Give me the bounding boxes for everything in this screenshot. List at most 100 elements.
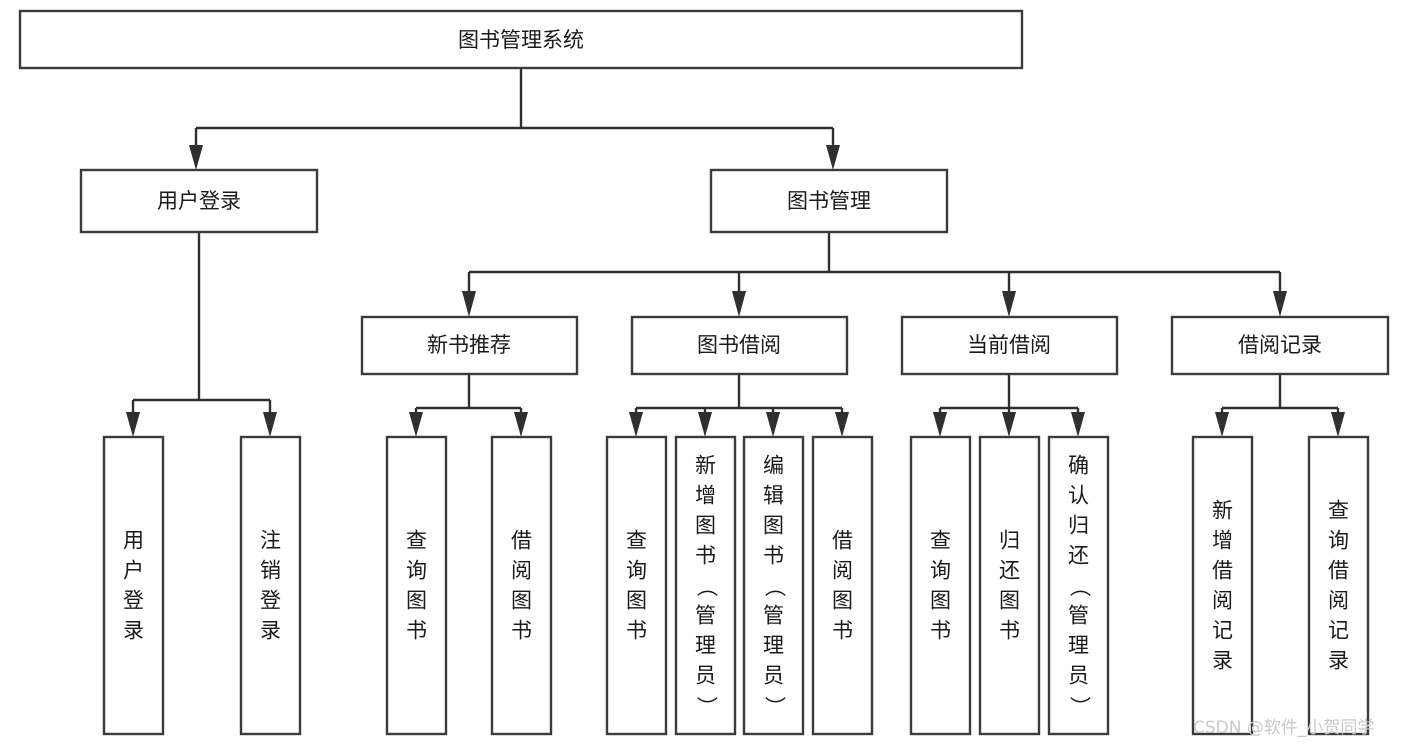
node-leaf-add-record[interactable] [1191, 435, 1254, 736]
node-leaf-logout-login[interactable] [239, 435, 302, 736]
leaf-label-char: 新 [1212, 499, 1233, 523]
leaf-label-char: 员 [763, 664, 784, 688]
leaf-label-char: 销 [260, 559, 281, 583]
node-new-book-recommend[interactable]: 新书推荐 [360, 315, 579, 376]
leaf-label-char: 员 [695, 664, 716, 688]
node-user-login[interactable]: 用户登录 [79, 168, 319, 234]
leaf-label-char: 管 [695, 604, 716, 628]
node-leaf-confirm-return[interactable] [1047, 435, 1110, 736]
leaf-label-char: 确 [1068, 454, 1089, 478]
node-book-borrow-label: 图书借阅 [697, 333, 781, 357]
leaf-label-char: 增 [695, 484, 716, 508]
node-leaf-return-book[interactable] [978, 435, 1041, 736]
leaf-label-char: 图 [406, 589, 427, 613]
leaf-label-char: 借 [511, 529, 532, 553]
arrow-head-icon [1002, 412, 1016, 437]
leaf-label-char: 录 [1212, 649, 1233, 673]
node-leaf-borrow-book-1[interactable] [490, 435, 553, 736]
node-leaf-query-book-2[interactable] [605, 435, 668, 736]
leaf-label-char: 新 [695, 454, 716, 478]
node-book-borrow[interactable]: 图书借阅 [630, 315, 849, 376]
node-user-login-label: 用户登录 [157, 189, 241, 213]
leaf-label-char: 管 [763, 604, 784, 628]
node-root-label: 图书管理系统 [458, 28, 584, 52]
leaf-label-char: 阅 [511, 559, 532, 583]
leaf-label-char: 辑 [763, 484, 784, 508]
leaf-label-char: 借 [1212, 559, 1233, 583]
leaf-label-char: 归 [1068, 514, 1089, 538]
leaf-label-layer: 用户登录注销登录查询图书借阅图书查询图书新增图书（管理员）编辑图书（管理员）借阅… [123, 454, 1349, 718]
leaf-label-char: 查 [406, 529, 427, 553]
leaf-label-char: 书 [763, 544, 784, 568]
leaf-label-char: ） [695, 696, 719, 717]
leaf-label-char: 图 [763, 514, 784, 538]
node-book-management[interactable]: 图书管理 [709, 168, 949, 234]
node-root[interactable]: 图书管理系统 [18, 9, 1024, 70]
leaf-label-char: 录 [260, 619, 281, 643]
leaf-label-char: ） [1068, 696, 1092, 717]
node-borrow-record[interactable]: 借阅记录 [1170, 315, 1390, 376]
connector-group-currentborrow-to-leaves [933, 374, 1085, 437]
node-leaf-user-login[interactable] [102, 435, 165, 736]
leaf-label-char: 归 [999, 529, 1020, 553]
arrow-head-icon [933, 412, 947, 437]
arrow-head-icon [462, 291, 476, 317]
node-leaf-query-book-1[interactable] [385, 435, 448, 736]
leaf-label-char: 借 [1328, 559, 1349, 583]
leaf-label-char: 询 [406, 559, 427, 583]
leaf-label-char: 书 [406, 619, 427, 643]
leaf-label-char: 图 [511, 589, 532, 613]
node-leaf-borrow-book-2[interactable] [811, 435, 874, 736]
connector-group-bookborrow-to-leaves [629, 374, 849, 437]
arrow-head-icon [126, 412, 140, 437]
leaf-label-char: 查 [930, 529, 951, 553]
leaf-label-char: 询 [930, 559, 951, 583]
leaf-label-char: 还 [1068, 544, 1089, 568]
leaf-label-char: 图 [695, 514, 716, 538]
leaf-label-char: 理 [1068, 634, 1089, 658]
leaf-label-char: 书 [626, 619, 647, 643]
node-leaf-query-book-3[interactable] [909, 435, 972, 736]
connector-group-root-to-level2 [189, 68, 840, 170]
leaf-label-char: 增 [1212, 529, 1233, 553]
leaf-label-char: 登 [123, 589, 144, 613]
arrow-head-icon [1002, 291, 1016, 317]
leaf-label-char: 登 [260, 589, 281, 613]
arrow-head-icon [1273, 291, 1287, 317]
leaf-label-char: 管 [1068, 604, 1089, 628]
arrow-head-icon [263, 412, 277, 437]
arrow-head-icon [1331, 412, 1345, 437]
node-leaf-query-record[interactable] [1307, 435, 1370, 736]
leaf-label-char: 图 [832, 589, 853, 613]
leaf-label-char: 户 [123, 559, 144, 583]
leaf-label-char: 还 [999, 559, 1020, 583]
arrow-head-icon [629, 412, 643, 437]
leaf-label-char: 查 [1328, 499, 1349, 523]
leaf-label-char: 询 [1328, 529, 1349, 553]
node-new-book-recommend-label: 新书推荐 [427, 333, 511, 357]
arrow-head-icon [189, 145, 203, 170]
leaf-label-char: 图 [999, 589, 1020, 613]
arrow-head-icon [1071, 412, 1085, 437]
arrow-head-icon [409, 412, 423, 437]
leaf-label-char: 书 [511, 619, 532, 643]
leaf-label-char: 理 [695, 634, 716, 658]
connector-group-level2-to-level3 [462, 232, 1287, 317]
leaf-label-char: 书 [832, 619, 853, 643]
leaf-label-char: 书 [930, 619, 951, 643]
node-leaf-add-book[interactable] [674, 435, 737, 736]
connector-group-borrowrecord-to-leaves [1215, 374, 1345, 437]
node-leaf-edit-book[interactable] [742, 435, 805, 736]
node-current-borrow[interactable]: 当前借阅 [900, 315, 1119, 376]
leaf-label-char: 录 [1328, 649, 1349, 673]
node-book-management-label: 图书管理 [787, 189, 871, 213]
